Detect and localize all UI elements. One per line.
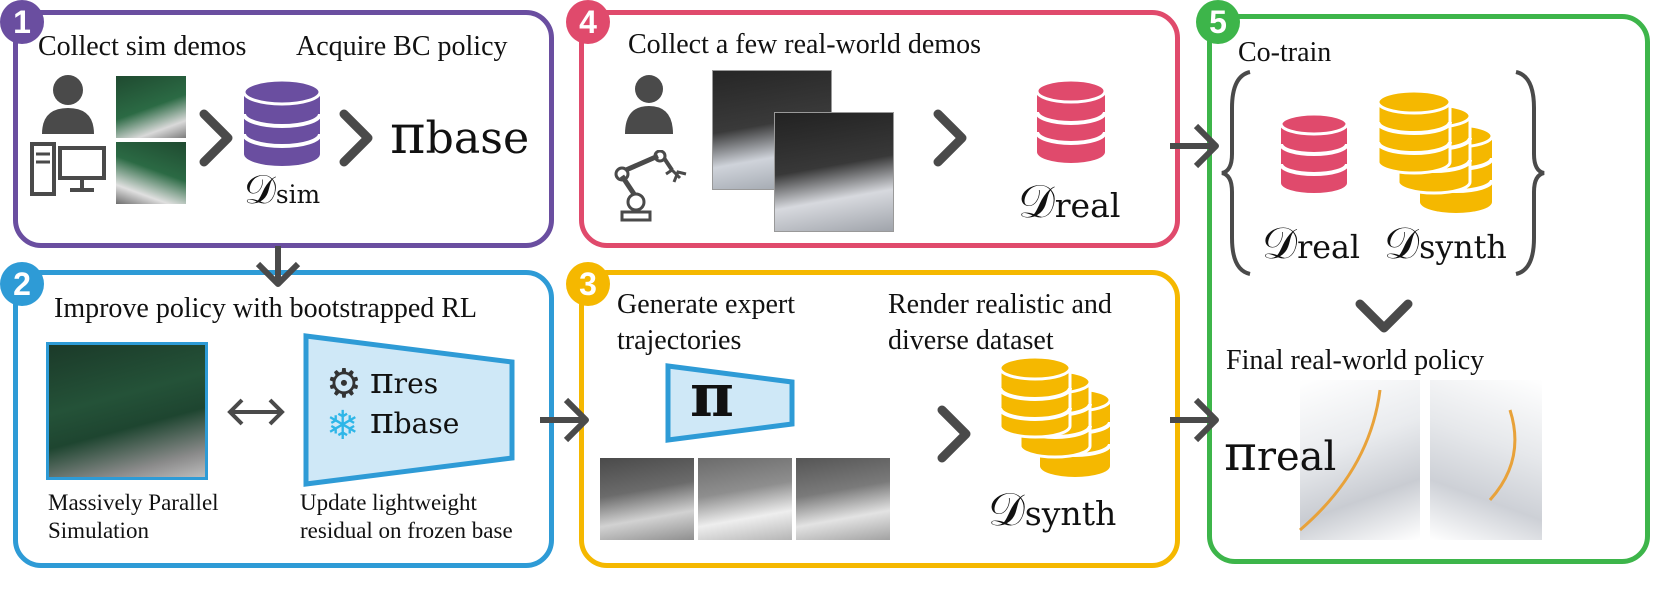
synth-dataset-stack-icon [1376,90,1494,213]
parallel-simulation-image [46,342,208,480]
sim-dataset-symbol: 𝒟sim [244,167,321,213]
chevron-right-icon [199,109,233,167]
collect-sim-demos-label: Collect sim demos [38,31,247,62]
update-caption-line1: Update lightweight [300,490,477,515]
chevron-right-icon [937,405,971,463]
expert-policy-trapezoid [665,363,795,443]
robot-arm-icon [614,150,687,222]
synth-dataset-symbol: 𝒟synth [988,482,1117,536]
cotrain-synth-dataset-symbol: 𝒟synth [1384,218,1507,269]
trajectory-image-2 [698,458,792,540]
sim-dataset-database-icon [242,78,322,166]
residual-policy-symbol: πres [370,361,439,402]
acquire-bc-policy-label: Acquire BC policy [296,31,508,62]
chevron-right-icon [339,109,373,167]
base-policy-symbol: πbase [390,103,530,166]
robot-cable-decoration [1299,389,1517,532]
collect-real-demos-label: Collect a few real-world demos [628,29,981,60]
real-demo-image-front [774,112,894,232]
gear-icon: ⚙ [326,361,362,407]
sim-demo-image-bottom [116,142,186,204]
improve-policy-label: Improve policy with bootstrapped RL [54,293,478,324]
right-brace-icon [1515,70,1545,276]
sim-caption-line2: Simulation [48,518,149,543]
person-icon [625,75,673,134]
render-label-line1: Render realistic and [888,289,1112,320]
final-real-world-policy-label: Final real-world policy [1226,345,1485,376]
trajectory-image-1 [600,458,694,540]
expert-policy-symbol: π [690,361,734,431]
step-badge-3: 3 [566,262,610,306]
generate-label-line2: trajectories [617,325,742,356]
real-dataset-symbol: 𝒟real [1018,174,1121,228]
step-badge-1: 1 [0,0,44,44]
generate-label-line1: Generate expert [617,289,795,320]
left-brace-icon [1221,70,1251,276]
sim-caption-line1: Massively Parallel [48,490,219,515]
cotrain-real-dataset-symbol: 𝒟real [1262,218,1361,269]
real-dataset-database-icon [1035,78,1107,163]
real-policy-symbol: πreal [1224,424,1337,482]
co-train-label: Co-train [1238,37,1332,68]
real-dataset-database-icon [1279,112,1349,193]
real-robot-image-right [1430,380,1542,540]
person-at-computer-icon [30,75,106,196]
chevron-right-icon [933,109,967,167]
update-caption-line2: residual on frozen base [300,518,513,543]
snowflake-icon: ❄ [326,403,360,449]
frozen-base-policy-symbol: πbase [370,401,460,442]
bidirectional-arrow-icon [227,398,285,426]
residual-network-trapezoid [303,333,515,487]
step-badge-4: 4 [566,0,610,44]
step-badge-5: 5 [1196,0,1240,44]
chevron-down-icon [1355,299,1413,333]
step-badge-2: 2 [0,262,44,306]
render-label-line2: diverse dataset [888,325,1054,356]
synth-dataset-stack-icon [998,356,1112,477]
trajectory-image-3 [796,458,890,540]
sim-demo-image-top [116,76,186,138]
